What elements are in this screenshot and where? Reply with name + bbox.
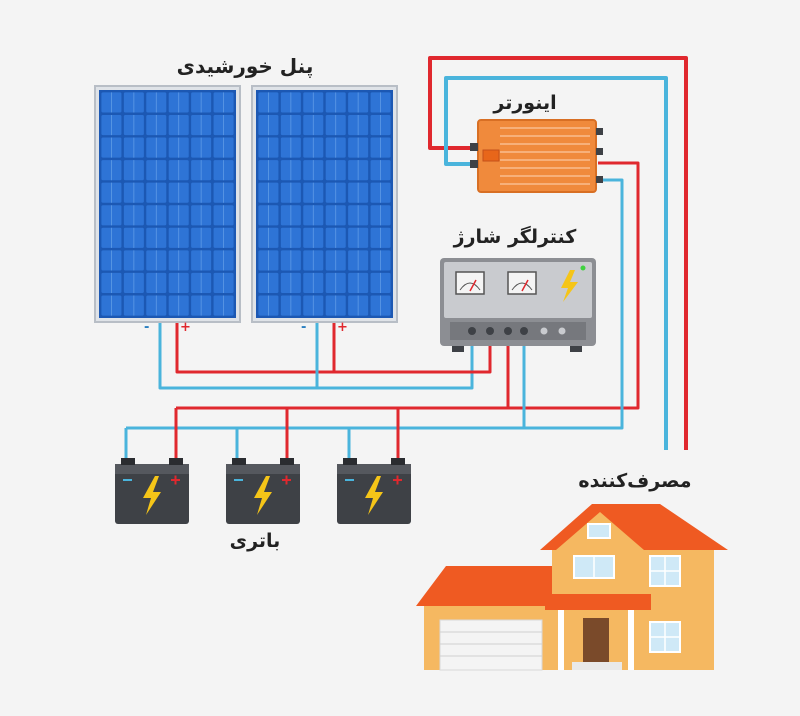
wire-inverter-dc-pos — [176, 161, 640, 410]
charge-controller — [440, 258, 596, 352]
controller-bolt-icon — [561, 270, 578, 302]
panel-2-neg-sign: - — [301, 320, 306, 335]
battery-2 — [226, 458, 300, 524]
battery-bolt-icon — [365, 476, 383, 515]
battery-bolt-icon — [254, 476, 272, 515]
solar-panel-2 — [251, 85, 398, 323]
label-consumer: مصرف‌کننده — [578, 470, 692, 492]
label-inverter: اینورتر — [493, 92, 557, 114]
controller-meter-1 — [455, 271, 485, 295]
window-gable — [587, 523, 611, 539]
wires — [124, 56, 688, 460]
battery-3 — [337, 458, 411, 524]
panel-1-neg-sign: - — [144, 320, 149, 335]
inverter-display — [482, 149, 500, 162]
battery-bolt-icon — [143, 476, 161, 515]
wire-inverter-dc-neg — [126, 178, 624, 430]
solar-panel-1 — [94, 85, 241, 323]
panel-1-pos-sign: + — [180, 320, 191, 335]
label-battery: باتری — [229, 530, 281, 552]
house-garage-roof — [416, 566, 560, 606]
wire-inverter-pos-to-consumer — [428, 56, 688, 450]
label-solar-panel: پنل خورشیدی — [176, 54, 314, 78]
house-porch-roof — [545, 594, 651, 610]
inverter — [470, 119, 603, 193]
front-door — [583, 618, 609, 662]
controller-meter-2 — [507, 271, 537, 295]
wire-inverter-neg-to-consumer — [444, 76, 668, 450]
panel-terminal-signs: - + - + — [144, 320, 348, 335]
battery-1 — [115, 458, 189, 524]
batteries — [115, 458, 411, 524]
panel-2-pos-sign: + — [337, 320, 348, 335]
label-charge-controller: کنترلگر شارژ — [453, 226, 577, 248]
garage-door — [439, 619, 543, 671]
house — [416, 504, 728, 671]
